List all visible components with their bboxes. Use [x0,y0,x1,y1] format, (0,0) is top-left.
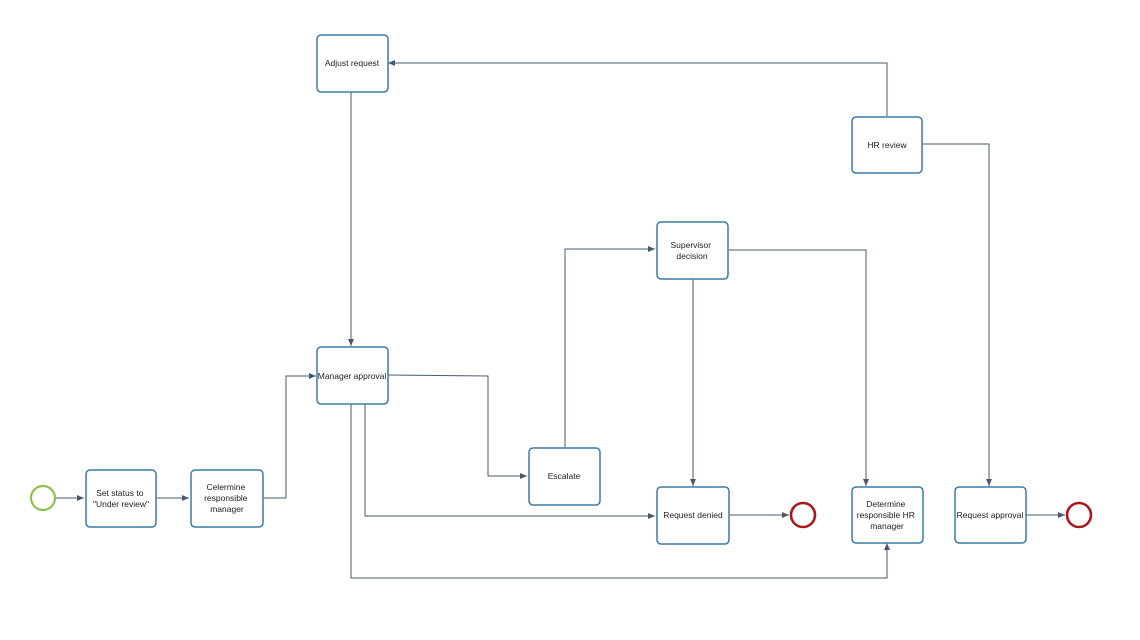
task-adjust-request-label: Adjust request [325,58,380,68]
task-escalate-label: Escalate [548,471,581,481]
task-adjust-request[interactable]: Adjust request [316,34,389,93]
task-determine-hr-manager-label: Determine responsible HR manager [857,499,918,531]
end-event-request-approval[interactable] [1065,501,1093,529]
task-request-denied-label: Request denied [663,510,723,520]
task-hr-review-label: HR review [867,140,907,150]
end-event-request-denied[interactable] [789,501,817,529]
flow-manager-approval-to-escalate [387,374,527,479]
task-escalate[interactable]: Escalate [528,447,601,506]
flow-determine-manager-to-manager-approval [263,373,316,499]
task-manager-approval[interactable]: Manager approval [316,346,389,405]
start-event-circle[interactable] [29,484,57,512]
flow-supervisor-to-hr-manager [729,249,869,486]
flow-manager-approval-to-hr-manager [350,404,890,579]
task-determine-manager-label: Celermine responsible manager [204,482,250,514]
task-set-status-label: Set status to "Under review" [93,488,149,509]
task-supervisor-decision[interactable]: Supervisor decision [656,221,729,280]
task-request-approval-label: Request approval [957,510,1024,520]
flow-hr-review-to-request-approval [922,143,992,486]
task-determine-hr-manager[interactable]: Determine responsible HR manager [851,486,924,544]
flow-hr-review-to-adjust-request [388,60,888,116]
flow-escalate-to-supervisor [564,246,655,447]
task-request-denied[interactable]: Request denied [656,486,730,545]
task-set-status[interactable]: Set status to "Under review" [85,469,157,528]
task-request-approval[interactable]: Request approval [954,486,1027,544]
flow-manager-approval-to-request-denied [364,404,655,519]
task-manager-approval-label: Manager approval [318,371,387,381]
task-hr-review[interactable]: HR review [851,116,923,174]
task-supervisor-decision-label: Supervisor decision [670,240,713,261]
sequence-flows [56,60,1065,579]
task-determine-manager[interactable]: Celermine responsible manager [190,469,264,528]
